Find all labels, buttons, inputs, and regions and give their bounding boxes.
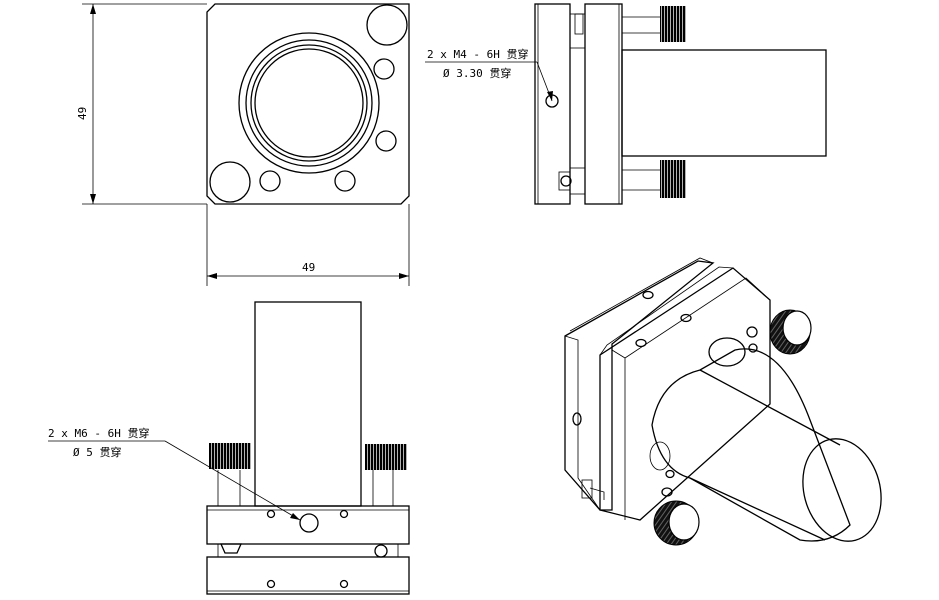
main-bore-outer (238, 32, 380, 174)
hole (375, 130, 397, 152)
corner-boss-bottom-left (209, 161, 251, 203)
knurled-knob-icon (769, 309, 812, 355)
hole (661, 487, 673, 497)
isometric-view (564, 257, 882, 546)
side-callout-line1: 2 x M4 - 6H 贯穿 (427, 47, 528, 61)
iso-barrel (651, 348, 851, 542)
side-callout-line2: Ø 3.30 贯穿 (443, 66, 511, 80)
knurled-knob-icon (660, 6, 686, 42)
hole (635, 338, 647, 348)
height-dim-label: 49 (76, 107, 89, 120)
width-dimension: 49 (206, 204, 410, 286)
top-callout-line1: 2 x M6 - 6H 贯穿 (48, 426, 149, 440)
hole (334, 170, 356, 192)
barrel-side (621, 49, 827, 157)
hole (680, 313, 692, 323)
corner-boss-top-right (366, 4, 408, 46)
hole (373, 58, 395, 80)
knurled-knob-icon (365, 444, 407, 470)
hole (266, 579, 276, 589)
hole (642, 290, 654, 300)
top-view: 2 x M6 - 6H 贯穿 Ø 5 贯穿 (48, 301, 410, 595)
hole (665, 469, 675, 479)
hole (266, 509, 276, 519)
side-view: 2 x M4 - 6H 贯穿 Ø 3.30 贯穿 (425, 3, 827, 205)
screw-head-icon (560, 175, 572, 187)
screw-head-icon (219, 543, 243, 554)
height-dimension: 49 (76, 3, 207, 205)
hole (339, 579, 349, 589)
iso-rear-plate (564, 260, 715, 511)
front-view: 49 49 (76, 3, 410, 286)
hole (259, 170, 281, 192)
screw-head-icon (374, 544, 388, 558)
hole (748, 343, 758, 353)
knurled-knob-icon (653, 500, 700, 546)
width-dim-label: 49 (302, 261, 315, 274)
hole (339, 509, 349, 519)
barrel-end-face (802, 438, 882, 542)
top-callout-line2: Ø 5 贯穿 (73, 445, 122, 459)
barrel-top (254, 301, 362, 507)
front-plate-outline (206, 3, 410, 205)
knurled-knob-icon (209, 443, 251, 469)
hole (746, 326, 758, 338)
main-hole (299, 513, 319, 533)
knurled-knob-icon (660, 160, 686, 198)
hole (572, 412, 582, 426)
